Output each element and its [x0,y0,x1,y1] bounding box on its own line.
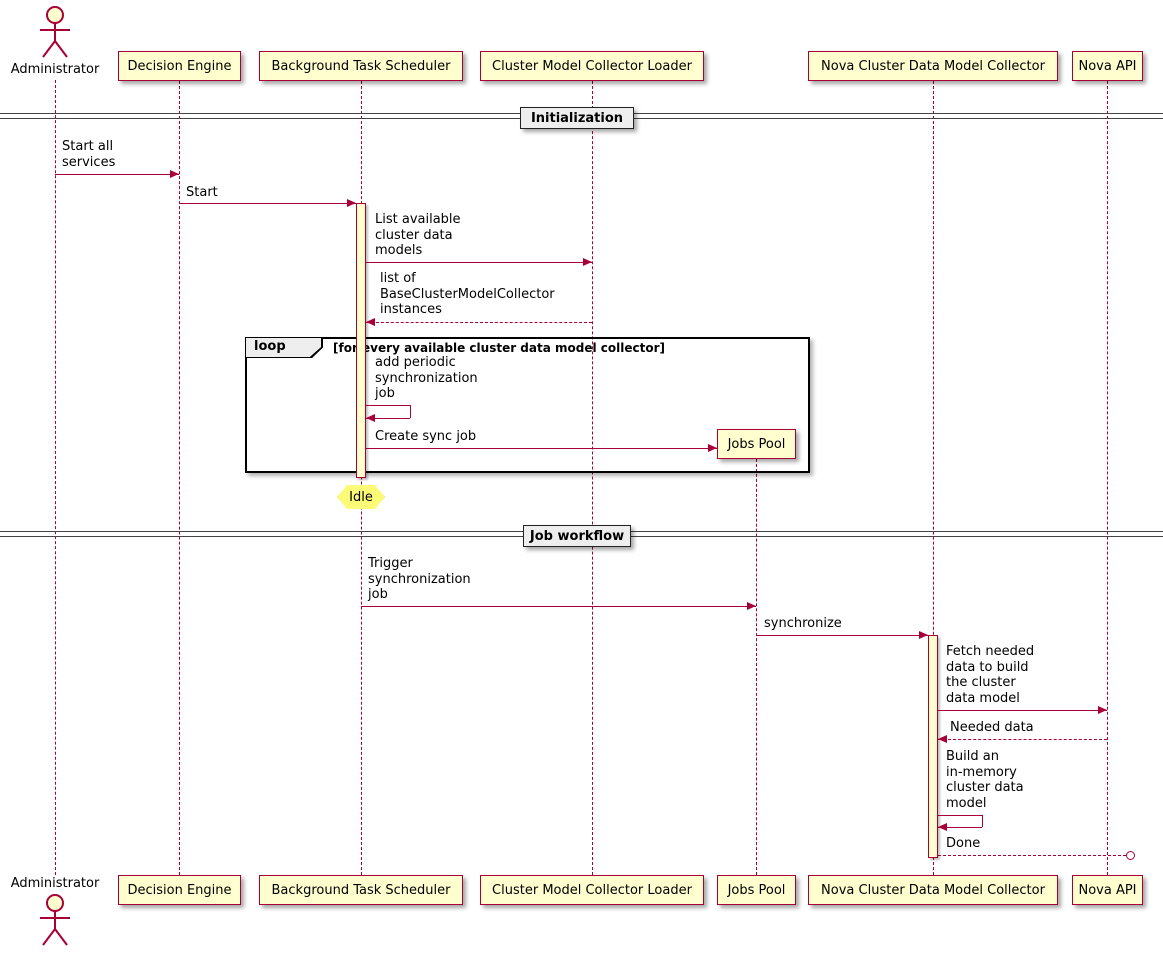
message-needed-data-label: Needed data [950,720,1034,735]
arrowhead-left-icon [366,414,375,422]
message-trigger-sync-job-line [361,606,756,607]
activation-background-task-scheduler [356,203,366,478]
participant-top-decision-engine: Decision Engine [118,51,241,81]
message-fetch-needed-data-label: Fetch needed data to build the cluster d… [946,644,1035,706]
participant-bottom-nova-api: Nova API [1072,875,1143,905]
arrowhead-left-icon [938,823,947,831]
lifeline-jobs-pool [756,459,757,875]
message-needed-data-line [938,739,1107,740]
message-add-periodic-sync-job-line-top [366,405,410,406]
message-start-label: Start [186,185,218,200]
lifeline-decision-engine [179,81,180,875]
arrowhead-right-icon [747,602,756,610]
message-done-label: Done [946,836,981,851]
message-add-periodic-sync-job-line-side [410,405,411,418]
message-return-collector-instances-label: list of BaseClusterModelCollector instan… [380,271,555,317]
arrowhead-right-icon [1098,706,1107,714]
actor-top-administrator-label: Administrator [10,62,100,77]
message-synchronize-label: synchronize [764,616,842,631]
divider-initialization: Initialization [520,107,634,129]
arrowhead-right-icon [708,444,717,452]
idle-state-note: Idle [337,485,385,509]
arrowhead-right-icon [347,199,356,207]
participant-top-nova-cluster-data-model-collector: Nova Cluster Data Model Collector [808,51,1058,81]
message-start-line [179,203,356,204]
message-build-model-label: Build an in-memory cluster data model [946,749,1024,811]
arrowhead-right-icon [170,170,179,178]
person-icon [36,5,74,59]
actor-bottom-administrator-label: Administrator [10,876,100,891]
message-synchronize-line [756,635,928,636]
message-return-collector-instances-line [366,322,592,323]
participant-top-background-task-scheduler: Background Task Scheduler [259,51,463,81]
loop-fragment-keyword: loop [246,338,321,357]
message-fetch-needed-data-line [938,710,1107,711]
loop-fragment-frame [245,337,810,473]
message-list-available-models-line [366,262,592,263]
participant-bottom-cluster-model-collector-loader: Cluster Model Collector Loader [480,875,704,905]
participant-created-jobs-pool: Jobs Pool [717,429,796,459]
participant-bottom-background-task-scheduler: Background Task Scheduler [259,875,463,905]
lifeline-administrator [55,80,56,875]
arrowhead-right-icon [919,631,928,639]
participant-top-nova-api: Nova API [1072,51,1143,81]
arrowhead-left-icon [366,318,375,326]
lifeline-nova-cluster-data-model-collector [933,81,934,875]
message-add-periodic-sync-job-label: add periodic synchronization job [375,355,478,401]
arrowhead-left-icon [938,735,947,743]
lifeline-background-task-scheduler [361,81,362,875]
message-add-periodic-sync-job-line-bottom [366,418,410,419]
message-build-model-line-bottom [938,827,982,828]
message-done-line [938,855,1126,856]
lost-message-circle-icon [1126,851,1135,860]
message-start-all-services-line [55,174,179,175]
message-trigger-sync-job-label: Trigger synchronization job [368,556,471,602]
lifeline-cluster-model-collector-loader [592,81,593,875]
activation-nova-cluster-data-model-collector [928,635,938,858]
arrowhead-right-icon [583,258,592,266]
participant-bottom-nova-cluster-data-model-collector: Nova Cluster Data Model Collector [808,875,1058,905]
lifeline-nova-api [1107,81,1108,875]
message-list-available-models-label: List available cluster data models [375,212,461,258]
message-build-model-line-top [938,815,982,816]
message-create-sync-job-line [366,448,717,449]
participant-bottom-jobs-pool: Jobs Pool [717,875,796,905]
divider-job-workflow: Job workflow [523,525,631,547]
message-build-model-line-side [982,815,983,827]
message-start-all-services-label: Start all services [62,139,116,170]
loop-fragment-guard: [for every available cluster data model … [333,341,665,355]
participant-top-cluster-model-collector-loader: Cluster Model Collector Loader [480,51,704,81]
message-create-sync-job-label: Create sync job [375,429,477,444]
participant-bottom-decision-engine: Decision Engine [118,875,241,905]
person-icon [36,893,74,947]
